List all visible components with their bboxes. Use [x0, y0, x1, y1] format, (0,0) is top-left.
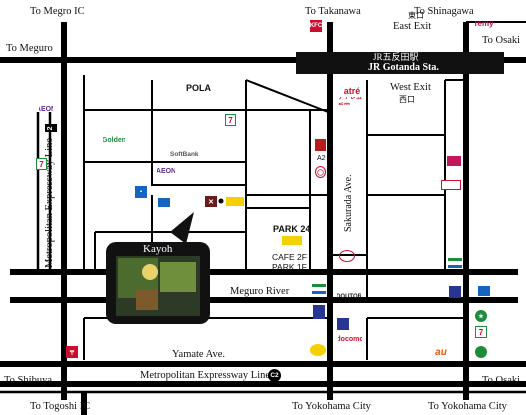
bank-icon: ▪ [135, 186, 147, 198]
bank-circle-icon: ◯ [315, 166, 326, 178]
remy-logo: remy [474, 19, 494, 28]
aeon-logo-left: AEON [39, 106, 53, 113]
sakurada-ave-label: Sakurada Ave. [343, 174, 354, 232]
to-shinagawa-label: To Shinagawa [414, 6, 474, 17]
aeon-logo-center: AEON [157, 168, 175, 175]
to-yokohama-right-label: To Yokohama City [428, 401, 507, 412]
seven-eleven-icon: 7 [225, 114, 236, 126]
mascot-icon [310, 344, 326, 356]
bank-dark-icon [313, 305, 325, 319]
a2-exit-icon [315, 139, 326, 151]
post-office-icon: 〒 [66, 346, 78, 358]
east-exit-jp-label: 東口 [408, 11, 424, 20]
east-exit-label: East Exit [393, 21, 432, 32]
meguro-river-label: Meguro River [230, 286, 290, 297]
kayoh-label: Kayoh [143, 243, 173, 255]
line2-badge: 2 [45, 124, 57, 133]
starbucks-icon: ★ [475, 310, 487, 322]
store-icon [441, 180, 461, 190]
c2-badge: C2 [268, 369, 281, 382]
cafe-label: CAFE 2F [272, 252, 307, 262]
shop-blue-icon [449, 286, 461, 298]
park24-label: PARK 24 [273, 224, 311, 234]
expressway-bottom-label: Metropolitan Expressway Line [140, 370, 271, 381]
to-osaki-top-label: To Osaki [482, 35, 521, 46]
familymart-icon [312, 284, 326, 294]
green-shop-icon [475, 346, 487, 358]
kayoh-shop-icon: ✕ [205, 196, 217, 207]
atre-logo: atré [343, 86, 361, 95]
west-exit-label: West Exit [390, 82, 431, 93]
seven-eleven-icon-left: 7 [36, 158, 47, 170]
city-blocks [83, 75, 465, 360]
atre-jp-logo: アトレ五反田 [338, 97, 363, 105]
tully-park24-icon [282, 236, 302, 245]
to-takanawa-label: To Takanawa [305, 6, 361, 17]
a2-label: A2 [317, 155, 326, 162]
to-togoshi-label: To Togoshi IC [30, 401, 91, 412]
kfc-icon: KFC [310, 20, 322, 32]
station-bar [296, 52, 504, 74]
to-shibuya-label: To Shibuya [4, 375, 52, 386]
to-meguro-label: To Meguro [6, 43, 53, 54]
kayoh-location-dot [218, 198, 224, 204]
river-road [10, 269, 518, 303]
au-logo: au [435, 346, 447, 358]
bank-right-icon [339, 250, 355, 262]
pola-label: POLA [186, 83, 212, 93]
shop-blue-right-icon [478, 286, 490, 296]
shop-icon [158, 198, 170, 207]
docomo-logo: docomo [338, 335, 362, 343]
shop-navy-icon [337, 318, 349, 330]
yamate-ave-label: Yamate Ave. [172, 349, 225, 360]
station-en-label: JR Gotanda Sta. [368, 62, 439, 73]
kayoh-pointer [170, 212, 194, 244]
seven-eleven-icon-right: 7 [475, 326, 487, 338]
expressway-line2 [0, 112, 526, 394]
to-osaki-bottom-label: To Osaki [482, 375, 521, 386]
to-yokohama-mid-label: To Yokohama City [292, 401, 371, 412]
shop-pink-icon [447, 156, 461, 166]
to-megro-ic-label: To Megro IC [30, 6, 85, 17]
softbank-logo: SoftBank [170, 151, 199, 158]
kayoh-photo-foliage [118, 258, 196, 310]
tully-icon [226, 197, 244, 206]
doutor-logo: DOUTOR [337, 293, 361, 300]
station-jp-label: JR五反田駅 [373, 52, 419, 62]
vertical-roads [61, 22, 469, 400]
golden-logo: Golden [103, 137, 125, 144]
park-label: PARK 1F [272, 262, 307, 272]
west-exit-jp-label: 西口 [399, 95, 415, 104]
lawson-icon [448, 258, 462, 268]
expressway-line2-label: Metropolitan Expressway Line 2 [44, 124, 57, 268]
